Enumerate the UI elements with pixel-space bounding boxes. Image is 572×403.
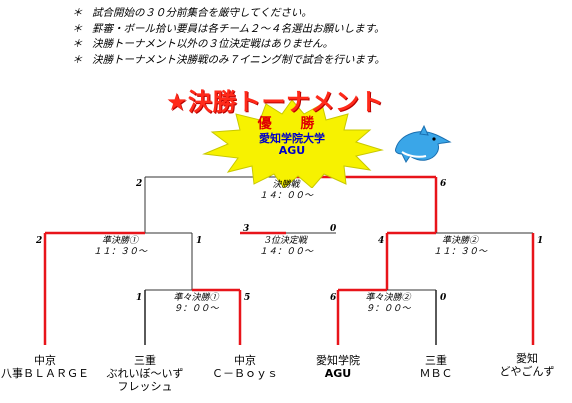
qf1-score-right: 5 (244, 293, 251, 303)
team-pref: 三重 (425, 354, 447, 367)
team-pref: 愛知学院 (316, 354, 360, 367)
team-entry: 三重 ぶれいぼ～いず フレッシュ (100, 354, 190, 393)
team-name: ぶれいぼ～いず (106, 367, 184, 380)
team-name: 八事ＢＬＡＲＧＥ (1, 367, 89, 380)
qf2-match-label: 準々決勝② ９：００～ (348, 293, 428, 315)
qf1-name: 準々決勝① (173, 293, 219, 303)
qf2-time: ９：００～ (365, 304, 411, 314)
semi1-name: 準決勝① (101, 236, 138, 246)
team-name: AGU (324, 367, 352, 380)
note-mark: ＊ (72, 38, 83, 50)
team-pref: 中京 (234, 354, 256, 367)
note-mark: ＊ (72, 53, 83, 66)
third-match-label: 3位決定戦 １４：００～ (246, 236, 326, 258)
note-mark: ＊ (72, 22, 83, 35)
semi1-match-label: 準決勝① １１：３０～ (80, 236, 160, 258)
qf1-score-left: 1 (136, 293, 143, 303)
note-text: 決勝トーナメント以外の３位決定戦はありません。 (92, 38, 334, 50)
team-pref: 三重 (134, 354, 156, 367)
note-item: ＊ 決勝トーナメント以外の３位決定戦はありません。 (72, 37, 385, 53)
team-entry: 愛知学院 AGU (293, 354, 383, 380)
qf2-name: 準々決勝② (365, 293, 411, 303)
semi1-score-right: 1 (196, 236, 203, 246)
note-item: ＊ 決勝トーナメント決勝戦のみ７イニング制で試合を行います。 (72, 53, 385, 69)
team-entry: 中京 八事ＢＬＡＲＧＥ (0, 354, 90, 380)
third-score-left: 3 (243, 224, 250, 234)
team-name: どやごんず (499, 365, 555, 378)
semi2-name: 準決勝② (441, 236, 478, 246)
semi1-score-left: 2 (36, 236, 43, 246)
winner-team-line2: AGU (278, 144, 306, 157)
team-entry: 中京 Ｃ－Ｂｏｙｓ (200, 354, 290, 380)
team-entry: 三重 ＭＢＣ (391, 354, 481, 380)
qf2-score-left: 6 (330, 293, 337, 303)
team-entry: 愛知 どやごんず (482, 352, 572, 378)
qf1-match-label: 準々決勝① ９：００～ (156, 293, 236, 315)
team-name: Ｃ－Ｂｏｙｓ (212, 367, 278, 380)
note-text: 決勝トーナメント決勝戦のみ７イニング制で試合を行います。 (92, 53, 385, 66)
dolphin-icon (395, 124, 452, 163)
semi2-score-right: 1 (537, 236, 544, 246)
note-item: ＊ 罫審・ボール拾い要員は各チーム２～４名選出お願いします。 (72, 22, 385, 38)
qf2-score-right: 0 (440, 293, 447, 303)
note-mark: ＊ (72, 7, 83, 19)
semi2-match-label: 準決勝② １１：３０～ (420, 236, 500, 258)
third-name: 3位決定戦 (265, 236, 307, 246)
team-name-2: フレッシュ (117, 380, 173, 393)
note-text: 試合開始の３０分前集合を厳守してください。 (92, 7, 312, 19)
final-score-left: 2 (136, 179, 143, 189)
team-pref: 中京 (34, 354, 56, 367)
tournament-title: ★決勝トーナメント (166, 88, 385, 116)
final-match-label: 決勝戦 １４：００～ (246, 180, 326, 202)
semi2-time: １１：３０～ (432, 247, 487, 257)
final-name: 決勝戦 (272, 180, 300, 190)
winner-burst (202, 100, 384, 188)
final-score-right: 6 (440, 179, 447, 189)
note-text: 罫審・ボール拾い要員は各チーム２～４名選出お願いします。 (92, 22, 385, 35)
semi2-score-left: 4 (378, 236, 385, 246)
qf1-time: ９：００～ (173, 304, 219, 314)
winner-team: 愛知学院大学 AGU (222, 133, 362, 157)
final-time: １４：００～ (258, 191, 313, 201)
team-name: ＭＢＣ (419, 367, 453, 380)
semi1-time: １１：３０～ (92, 247, 147, 257)
winner-label: 優 勝 (257, 116, 327, 132)
team-pref: 愛知 (516, 352, 538, 365)
third-time: １４：００～ (258, 247, 313, 257)
winner-team-line1: 愛知学院大学 (259, 132, 325, 145)
notes-list: ＊ 試合開始の３０分前集合を厳守してください。 ＊ 罫審・ボール拾い要員は各チーム２… (72, 6, 385, 68)
third-score-right: 0 (330, 224, 337, 234)
note-item: ＊ 試合開始の３０分前集合を厳守してください。 (72, 6, 385, 22)
